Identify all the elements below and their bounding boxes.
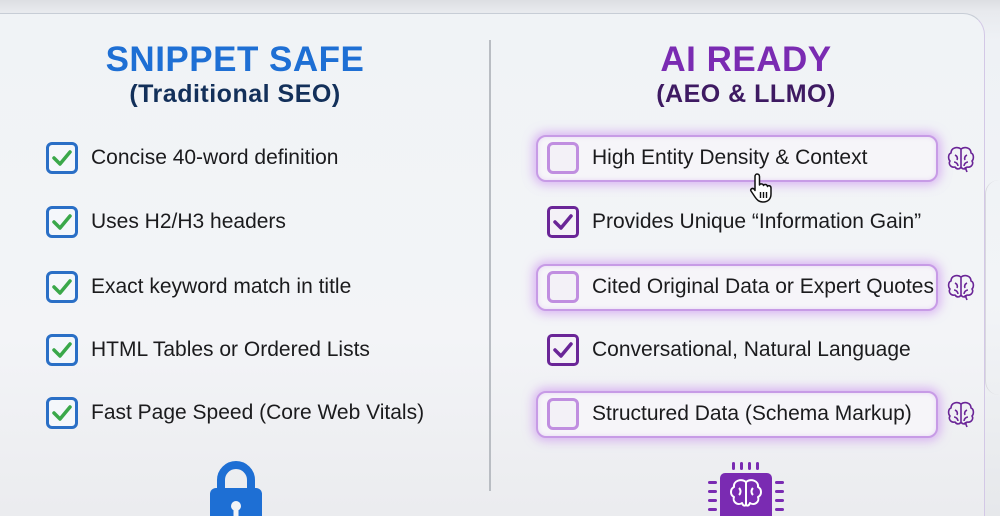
lock-icon <box>210 461 262 516</box>
item-label: Exact keyword match in title <box>91 275 352 298</box>
highlight-box <box>536 264 938 311</box>
checkbox-checked[interactable] <box>547 334 579 366</box>
brain-icon <box>947 401 975 428</box>
traditional-seo-subtitle: (Traditional SEO) <box>129 80 341 108</box>
checkbox-checked[interactable] <box>547 206 579 238</box>
check-icon <box>52 150 72 166</box>
check-icon <box>553 342 573 358</box>
seo-checklist-item[interactable]: Exact keyword match in title <box>46 264 351 310</box>
item-label: Structured Data (Schema Markup) <box>592 402 912 425</box>
item-label: Cited Original Data or Expert Quotes <box>592 275 934 298</box>
side-tab-edge <box>985 180 1000 395</box>
item-label: HTML Tables or Ordered Lists <box>91 338 370 361</box>
highlight-box <box>536 391 938 438</box>
check-icon <box>52 405 72 421</box>
check-icon <box>52 279 72 295</box>
checkbox-checked[interactable] <box>46 271 78 303</box>
checkbox-unchecked[interactable] <box>547 271 579 303</box>
item-label: Concise 40-word definition <box>91 146 339 169</box>
item-label: Conversational, Natural Language <box>592 338 911 361</box>
check-icon <box>52 214 72 230</box>
brain-icon <box>947 146 975 173</box>
aeo-llmo-subtitle: (AEO & LLMO) <box>656 80 836 108</box>
snippet-safe-title: SNIPPET SAFE <box>105 40 365 79</box>
item-label: Provides Unique “Information Gain” <box>592 210 922 233</box>
checkbox-checked[interactable] <box>46 206 78 238</box>
seo-checklist-item[interactable]: HTML Tables or Ordered Lists <box>46 327 370 373</box>
ai-checklist-item[interactable]: Provides Unique “Information Gain” <box>547 199 921 245</box>
item-label: Fast Page Speed (Core Web Vitals) <box>91 401 425 424</box>
check-icon <box>553 214 573 230</box>
seo-checklist-item[interactable]: Uses H2/H3 headers <box>46 199 286 245</box>
seo-checklist-item[interactable]: Concise 40-word definition <box>46 135 338 181</box>
column-divider <box>489 40 491 491</box>
checkbox-unchecked[interactable] <box>547 142 579 174</box>
checkbox-checked[interactable] <box>46 334 78 366</box>
brain-icon <box>947 274 975 301</box>
highlight-box <box>536 135 938 182</box>
ai-checklist-item[interactable]: Cited Original Data or Expert Quotes <box>547 264 934 310</box>
checkbox-unchecked[interactable] <box>547 398 579 430</box>
checkbox-checked[interactable] <box>46 397 78 429</box>
item-label: High Entity Density & Context <box>592 146 868 169</box>
ai-checklist-item[interactable]: High Entity Density & Context <box>547 135 867 181</box>
item-label: Uses H2/H3 headers <box>91 210 286 233</box>
ai-ready-title: AI READY <box>660 40 832 79</box>
checkbox-checked[interactable] <box>46 142 78 174</box>
check-icon <box>52 342 72 358</box>
hand-pointer-cursor-icon <box>750 173 772 203</box>
ai-checklist-item[interactable]: Conversational, Natural Language <box>547 327 911 373</box>
seo-checklist-item[interactable]: Fast Page Speed (Core Web Vitals) <box>46 390 424 436</box>
ai-checklist-item[interactable]: Structured Data (Schema Markup) <box>547 391 912 437</box>
ai-chip-icon <box>708 462 784 516</box>
